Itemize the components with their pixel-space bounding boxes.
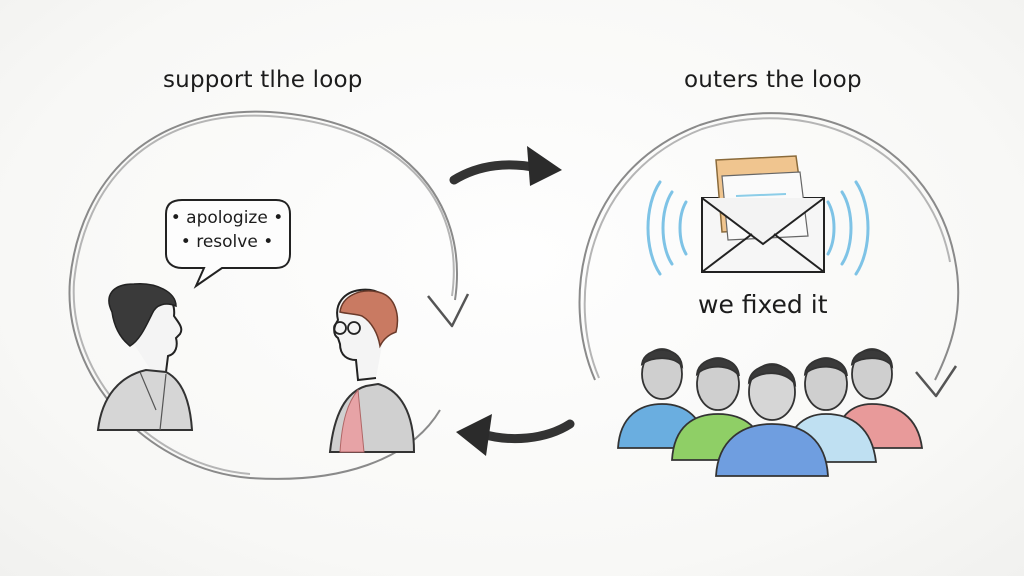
customer-person-icon (328, 288, 416, 453)
right-panel-title: outers the loop (684, 67, 862, 93)
speech-bubble-icon (165, 199, 291, 289)
crowd-icon (617, 348, 924, 477)
left-panel-title: support tlhe loop (163, 67, 363, 93)
support-agent-person-icon (96, 283, 194, 431)
right-loop-arrowhead (915, 365, 958, 398)
speech-bubble-text: • apologize • • resolve • (166, 196, 288, 268)
crowd-person-icon (715, 363, 829, 477)
envelope-icon (701, 155, 825, 273)
signal-waves-icon (646, 180, 870, 276)
right-loop-circle (578, 112, 960, 381)
top-curved-arrow-icon (449, 146, 562, 186)
bottom-curved-arrow-icon (456, 414, 575, 456)
fixed-message-label: we fixed it (698, 290, 828, 319)
left-loop-arrowhead (427, 293, 470, 328)
bubble-line-resolve: • resolve • (180, 232, 274, 252)
bubble-line-apologize: • apologize • (170, 208, 284, 228)
